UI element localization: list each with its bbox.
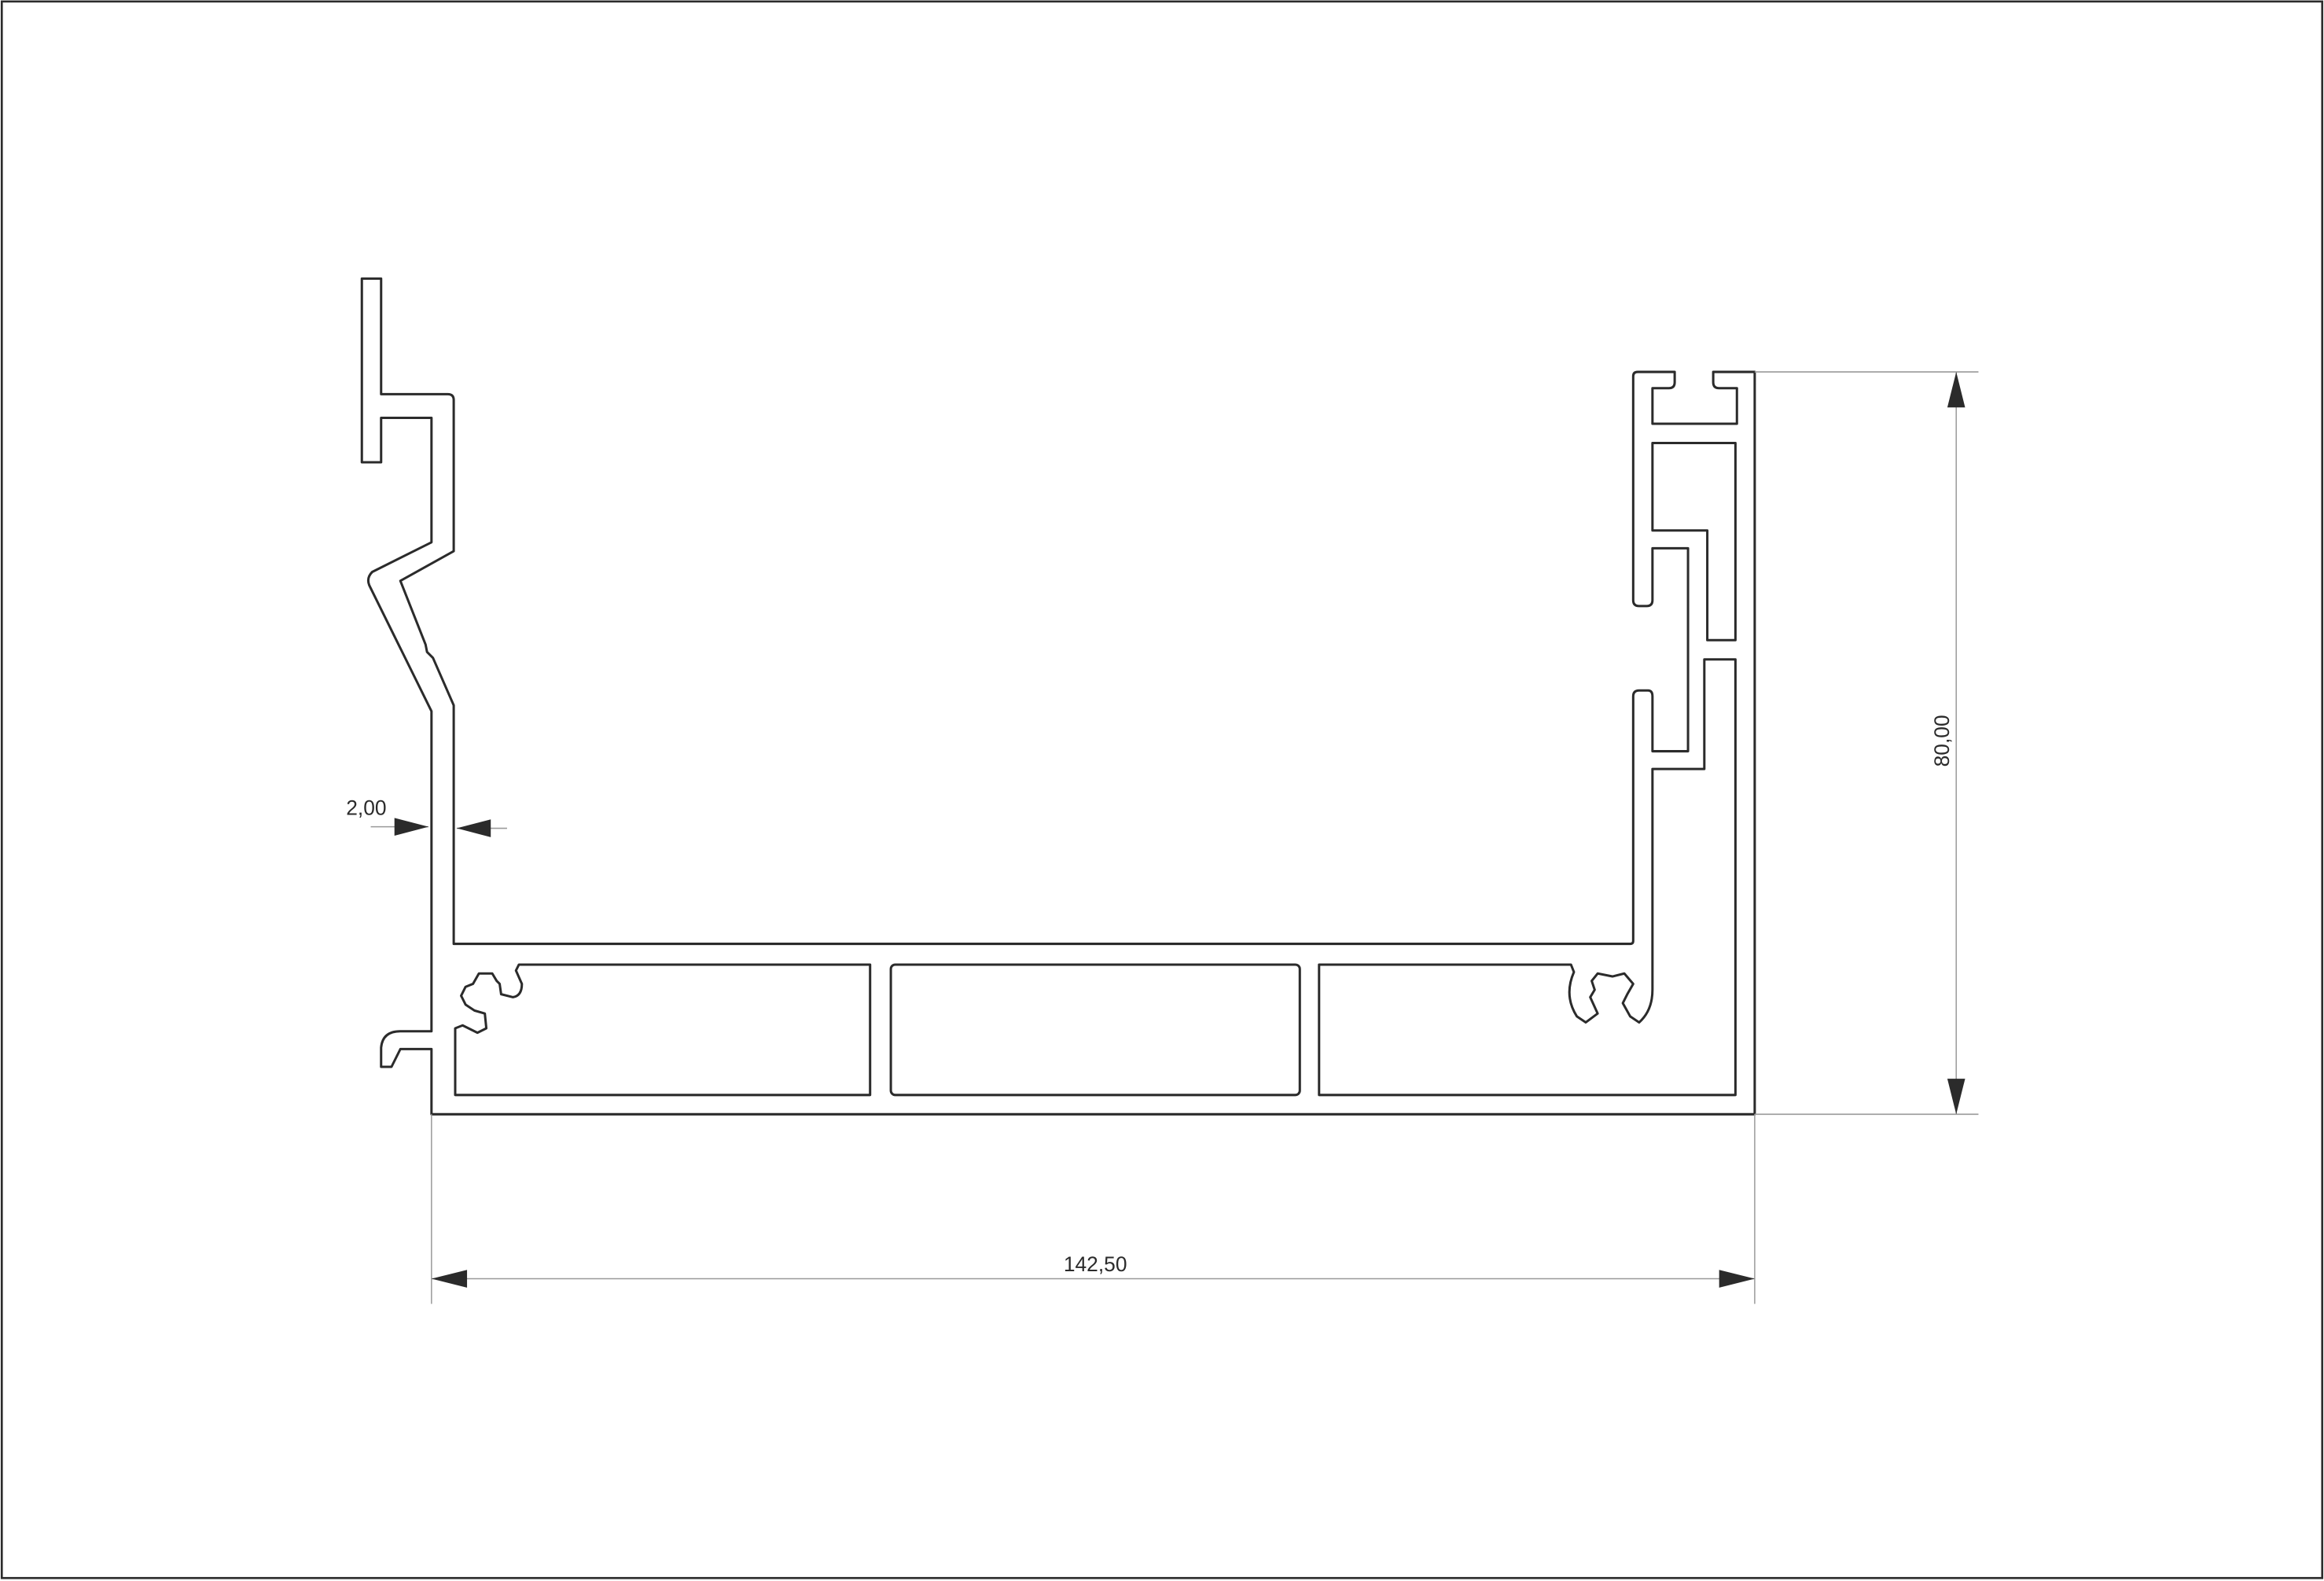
cavity-left-lower: [454, 963, 872, 1097]
arrow-left-icon: [431, 1270, 468, 1288]
profile-outline: [360, 277, 1756, 1116]
cavity-right-lower: [1318, 658, 1737, 1097]
cavity-middle: [889, 963, 1301, 1097]
arrow-down-icon: [1947, 1079, 1965, 1115]
arrow-right-icon: [1719, 1270, 1755, 1288]
arrow-up-icon: [1947, 372, 1965, 408]
thickness-label: 2,00: [346, 796, 386, 820]
height-label: 80,00: [1930, 715, 1954, 767]
arrow-right-icon: [394, 818, 429, 836]
cavity-right-upper: [1651, 442, 1737, 642]
arrow-left-icon: [456, 819, 491, 837]
width-label: 142,50: [1064, 1252, 1127, 1276]
